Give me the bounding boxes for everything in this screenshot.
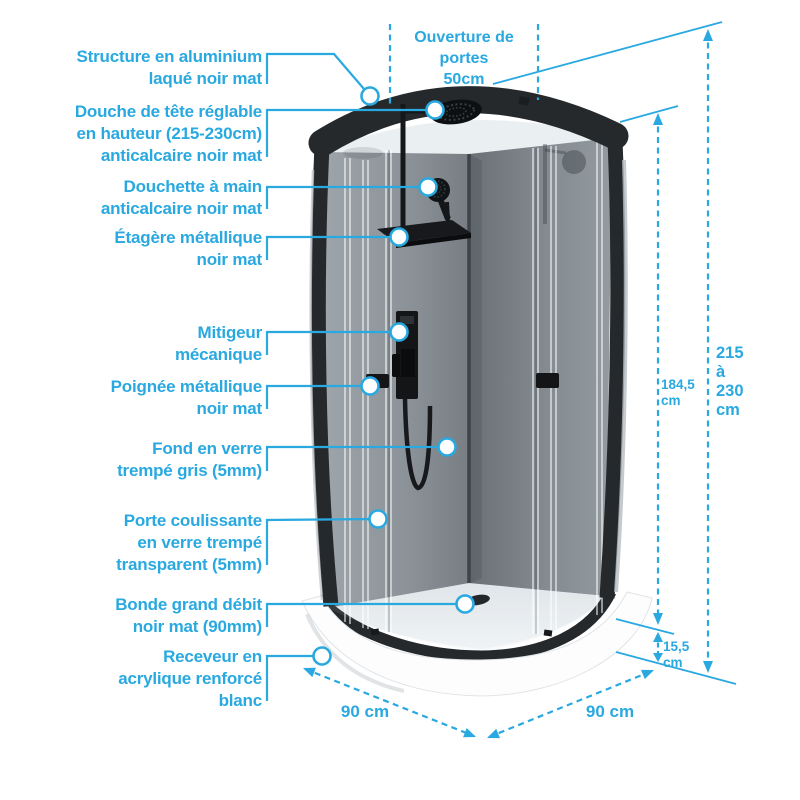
tray-apron	[301, 591, 653, 697]
marker-porte	[368, 509, 388, 529]
leader-mitigeur	[265, 330, 399, 355]
corner-shadow	[469, 154, 482, 584]
dimension-lines	[304, 21, 737, 739]
leader-douche-tete	[265, 108, 435, 157]
door-handle-right	[536, 373, 559, 388]
right-wall-head-shadow	[562, 150, 586, 174]
door-stop-right	[543, 629, 553, 637]
feature-label-receveur: Receveur en acrylique renforcé blanc	[118, 647, 262, 710]
ceiling-spot-shadow	[343, 147, 383, 159]
leader-receveur	[265, 654, 322, 701]
hand-shower-handle	[438, 199, 451, 221]
dimension-door-opening: Ouverture de portes 50cm	[414, 29, 514, 88]
ext-top-230	[492, 21, 723, 85]
leader-bonde	[265, 602, 465, 627]
width-left-line	[304, 667, 475, 738]
feature-label-fond: Fond en verre trempé gris (5mm)	[117, 439, 262, 480]
leader-lines	[265, 52, 465, 701]
dimension-width-left: 90 cm	[340, 702, 390, 721]
frame-post-right	[599, 139, 626, 599]
door-rails	[344, 140, 603, 635]
feature-label-etagere: Étagère métallique noir mat	[114, 228, 262, 269]
frame-post-left	[310, 144, 339, 607]
ext-top-1845	[619, 105, 679, 123]
feature-label-structure: Structure en aluminium laqué noir mat	[76, 47, 263, 88]
bottom-rail	[314, 589, 616, 662]
tray-floor	[328, 583, 606, 649]
feature-label-mitigeur: Mitigeur mécanique	[174, 323, 262, 364]
marker-etagere	[389, 227, 409, 247]
dimension-height-range: 215 à 230 cm	[716, 344, 744, 419]
marker-fond	[437, 437, 457, 457]
door-roller	[518, 96, 530, 106]
back-wall-left	[322, 152, 469, 610]
glass-edge-right	[614, 159, 628, 593]
dimension-width-right: 90 cm	[585, 702, 635, 721]
marker-receveur	[312, 646, 332, 666]
leader-fond	[265, 445, 447, 471]
feature-label-douchette: Douchette à main anticalcaire noir mat	[100, 177, 262, 218]
feature-label-douche-tete: Douche de tête réglable en hauteur (215-…	[74, 102, 262, 165]
ceiling-panel	[322, 120, 612, 154]
shower-cabin-illustration	[301, 86, 653, 697]
marker-douche-tete	[425, 100, 445, 120]
leader-poignee	[265, 384, 370, 409]
width-right-line	[488, 669, 653, 739]
dimension-tray-height: 15,5 cm	[663, 639, 690, 670]
front-glass	[322, 120, 612, 652]
glass-edge-left	[309, 169, 324, 601]
marker-mitigeur	[389, 322, 409, 342]
shower-hose	[402, 398, 433, 491]
feature-label-bonde: Bonde grand débit noir mat (90mm)	[115, 595, 262, 636]
marker-bonde	[455, 594, 475, 614]
marker-dots	[312, 86, 475, 666]
marker-douchette	[418, 177, 438, 197]
marker-structure	[360, 86, 380, 106]
leader-structure	[265, 52, 371, 97]
leader-porte	[265, 517, 379, 565]
marker-poignee	[360, 376, 380, 396]
ext-tray-top	[615, 618, 675, 635]
leader-douchette	[265, 185, 428, 209]
ext-floor	[615, 651, 737, 685]
dimension-arrowheads	[303, 29, 713, 739]
dimension-inner-height: 184,5 cm	[661, 377, 695, 408]
back-wall-right	[469, 138, 612, 596]
apron-shading	[305, 613, 405, 693]
feature-label-porte: Porte coulissante en verre trempé transp…	[116, 511, 262, 574]
feature-label-poignee: Poignée métallique noir mat	[110, 377, 263, 418]
door-stop-left	[370, 628, 380, 636]
leader-etagere	[265, 235, 399, 260]
